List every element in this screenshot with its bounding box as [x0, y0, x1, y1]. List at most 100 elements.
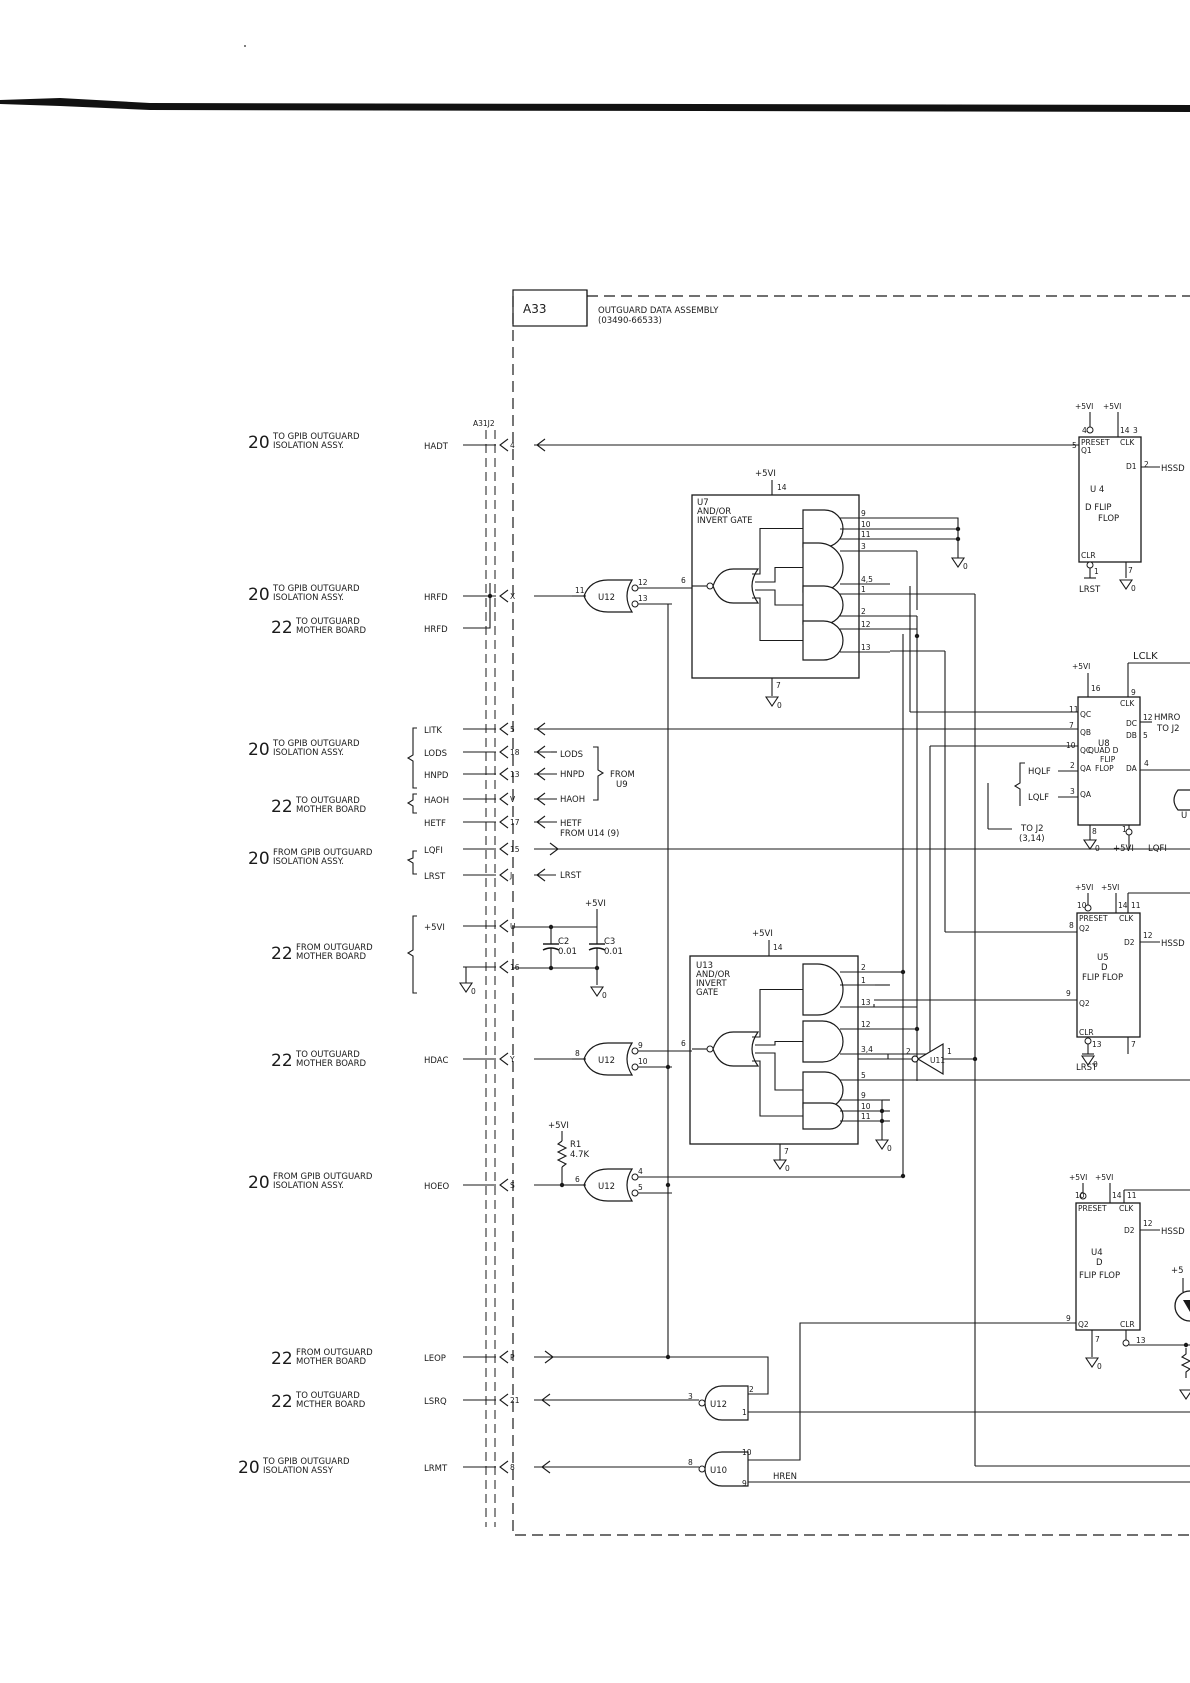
- signal-pin: 21: [510, 1396, 520, 1405]
- gate-pin: 2: [861, 963, 866, 972]
- u9-from-label: FROM: [610, 770, 635, 780]
- u7-line1: AND/OR: [697, 507, 731, 517]
- signal-name: LODS: [424, 749, 447, 759]
- svg-text:7: 7: [1128, 566, 1133, 575]
- gate-pin: 9: [861, 509, 866, 518]
- destination-sheet-number: 22: [271, 618, 293, 638]
- svg-text:1: 1: [1122, 825, 1127, 834]
- svg-text:5: 5: [1072, 441, 1077, 450]
- destination-line2: ISOLATION ASSY.: [273, 441, 344, 451]
- signal-pin: P: [510, 1353, 515, 1362]
- signal-name: HADT: [424, 442, 449, 452]
- signal-name: LITK: [424, 726, 442, 736]
- destination-line1: TO OUTGUARD: [295, 1050, 360, 1060]
- svg-text:CLK: CLK: [1119, 1204, 1134, 1213]
- svg-text:QC: QC: [1080, 746, 1091, 755]
- u8-quad-flipflop: LCLK 9 +5VI 16 CLK QC 11 DC 12 HMRO TO J…: [987, 651, 1190, 854]
- svg-text:13: 13: [1092, 1040, 1102, 1049]
- gate-pin: 13: [861, 643, 871, 652]
- svg-text:14: 14: [1120, 426, 1130, 435]
- bracket-group-c: [406, 850, 417, 875]
- gate-pin: 5: [861, 1071, 866, 1080]
- ground-label: 0: [887, 1144, 892, 1153]
- svg-text:7: 7: [1131, 1040, 1136, 1049]
- svg-text:QUAD D: QUAD D: [1088, 746, 1119, 755]
- destination-sheet-number: 20: [248, 740, 270, 760]
- svg-text:DB: DB: [1126, 731, 1137, 740]
- gate-layer: 9101134,512121362113123,4591011600000000…: [487, 438, 1190, 1488]
- ground-icon: 0: [1084, 1357, 1102, 1371]
- svg-text:CLK: CLK: [1120, 438, 1135, 447]
- destination-line2: ISOLATION ASSY: [263, 1466, 334, 1476]
- ground-icon: 0: [764, 696, 782, 710]
- signal-name: HAOH: [424, 796, 449, 806]
- u12-pin-a: 9: [638, 1041, 643, 1050]
- u4t-name: U 4: [1090, 485, 1104, 495]
- svg-text:10: 10: [1066, 741, 1076, 750]
- u4-top-flipflop: +5VI +5VI 4 14 3 PRESET CLK Q1 5 D1 2 HS…: [1072, 402, 1185, 595]
- u12-pin-a: 2: [749, 1385, 754, 1394]
- assembly-border: [512, 296, 1190, 1536]
- signal-name: LQFI: [424, 846, 443, 856]
- svg-text:QA: QA: [1080, 790, 1092, 799]
- svg-text:9: 9: [1066, 989, 1071, 998]
- u13-line2: INVERT: [696, 979, 727, 989]
- svg-text:+5VI: +5VI: [1069, 1173, 1087, 1182]
- ground-icon: 0: [874, 1139, 892, 1153]
- signal-name: LEOP: [424, 1354, 446, 1364]
- svg-text:4: 4: [1144, 759, 1149, 768]
- u12-pin-b: 1: [742, 1408, 747, 1417]
- u11-name: U11: [930, 1056, 945, 1065]
- destination-line2: ISOLATION ASSY.: [273, 748, 344, 758]
- svg-text:4: 4: [1082, 426, 1087, 435]
- svg-text:1: 1: [1094, 567, 1099, 576]
- u9-hetf-label: HETF: [560, 819, 582, 829]
- signal-row: LEOP P: [424, 1350, 515, 1364]
- svg-text:CLR: CLR: [1081, 551, 1096, 560]
- u8-lqlf: LQLF: [1028, 793, 1049, 803]
- c3-ref: C3: [604, 937, 615, 947]
- gate-pin: 12: [861, 1020, 871, 1029]
- svg-text:FLIP: FLIP: [1100, 755, 1116, 764]
- u4t-d-signal: HSSD: [1161, 464, 1185, 474]
- u8-out-to: TO J2: [1156, 724, 1180, 734]
- svg-text:8: 8: [1069, 921, 1074, 930]
- signal-name: HDAC: [424, 1056, 448, 1066]
- svg-text:13: 13: [1136, 1336, 1146, 1345]
- r1-value: 4.7K: [570, 1150, 590, 1160]
- signal-pin: 17: [510, 818, 520, 827]
- svg-text:DC: DC: [1126, 719, 1137, 728]
- u12-pin-b: 13: [638, 594, 648, 603]
- ground-label: 0: [1095, 844, 1100, 853]
- destination-sheet-number: 20: [248, 585, 270, 605]
- u12-in-pin: 8: [575, 1049, 580, 1058]
- ground-label: 0: [1131, 584, 1136, 593]
- destination-line2: ISOLATION ASSY.: [273, 857, 344, 867]
- sheet-top-rule: [0, 98, 1190, 112]
- u9-lrst-label: LRST: [560, 871, 582, 881]
- u11-in-pin: 1: [947, 1047, 952, 1056]
- decoupling-capacitors: +5VI C2 0.01 C3 0.01: [512, 899, 623, 985]
- ground-label: 0: [471, 987, 476, 996]
- destination-sheet-number: 20: [248, 1173, 270, 1193]
- svg-text:Q2: Q2: [1079, 999, 1090, 1008]
- u9-brace: [593, 746, 605, 801]
- ground-icon: 0: [1118, 579, 1136, 593]
- r1-supply: +5VI: [548, 1121, 569, 1131]
- destination-line2: ISOLATION ASSY.: [273, 593, 344, 603]
- u8-clk-signal: LCLK: [1133, 651, 1158, 662]
- bracket-group-d: [406, 915, 417, 994]
- destination-line1: TO GPIB OUTGUARD: [272, 584, 360, 594]
